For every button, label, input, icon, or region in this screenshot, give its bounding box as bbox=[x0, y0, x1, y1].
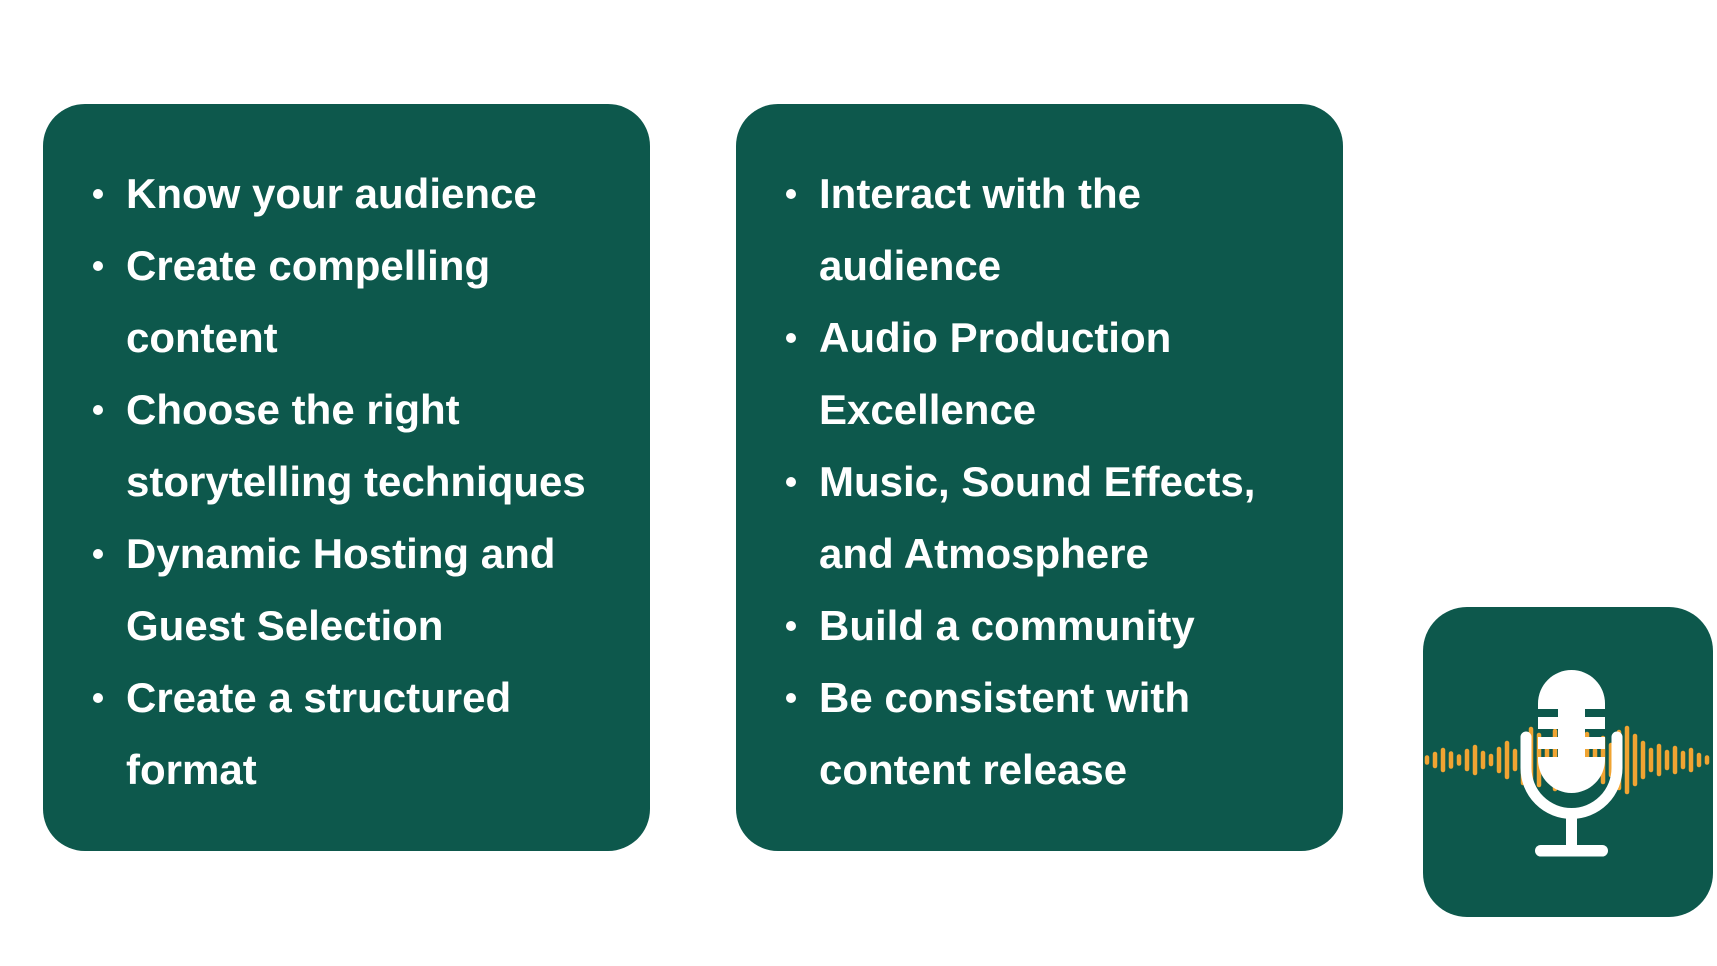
list-item-text: Know your audience bbox=[126, 170, 537, 217]
tips-card-right: Interact with the audience Audio Product… bbox=[736, 104, 1343, 851]
list-item: Choose the right storytelling techniques bbox=[43, 374, 621, 518]
podcast-audio-badge bbox=[1423, 607, 1713, 917]
list-item: Be consistent with content release bbox=[736, 662, 1314, 806]
bullet-icon bbox=[93, 405, 103, 415]
list-item-text: Choose the right storytelling techniques bbox=[126, 386, 586, 505]
bullet-icon bbox=[786, 621, 796, 631]
bullet-icon bbox=[786, 333, 796, 343]
list-item-text: Be consistent with content release bbox=[819, 674, 1191, 793]
bullet-icon bbox=[93, 549, 103, 559]
list-item: Interact with the audience bbox=[736, 158, 1314, 302]
bullet-icon bbox=[786, 189, 796, 199]
bullet-icon bbox=[786, 693, 796, 703]
list-item: Audio Production Excellence bbox=[736, 302, 1314, 446]
list-item: Music, Sound Effects, and Atmosphere bbox=[736, 446, 1314, 590]
list-item: Create a structured format bbox=[43, 662, 621, 806]
tips-list-left: Know your audience Create compelling con… bbox=[43, 158, 650, 806]
bullet-icon bbox=[93, 693, 103, 703]
microphone-soundwave-graphic bbox=[1424, 670, 1710, 857]
list-item-text: Audio Production Excellence bbox=[819, 314, 1172, 433]
list-item-text: Interact with the audience bbox=[819, 170, 1142, 289]
list-item-text: Dynamic Hosting and Guest Selection bbox=[126, 530, 556, 649]
bullet-icon bbox=[93, 189, 103, 199]
list-item-text: Create a structured format bbox=[126, 674, 512, 793]
list-item-text: Music, Sound Effects, and Atmosphere bbox=[819, 458, 1256, 577]
list-item-text: Build a community bbox=[819, 602, 1195, 649]
tips-card-left: Know your audience Create compelling con… bbox=[43, 104, 650, 851]
list-item: Dynamic Hosting and Guest Selection bbox=[43, 518, 621, 662]
list-item: Create compelling content bbox=[43, 230, 621, 374]
list-item-text: Create compelling content bbox=[126, 242, 491, 361]
microphone-icon bbox=[1520, 670, 1623, 857]
tips-list-right: Interact with the audience Audio Product… bbox=[736, 158, 1343, 806]
list-item: Know your audience bbox=[43, 158, 621, 230]
bullet-icon bbox=[93, 261, 103, 271]
bullet-icon bbox=[786, 477, 796, 487]
list-item: Build a community bbox=[736, 590, 1314, 662]
